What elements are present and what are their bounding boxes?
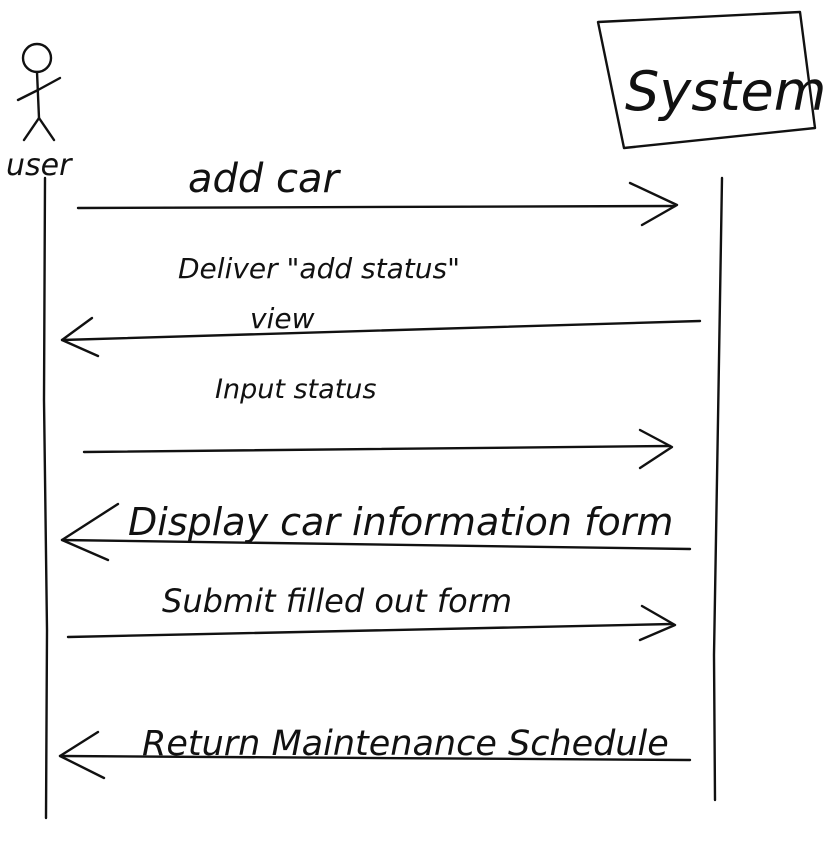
arrow-head-icon: [628, 181, 679, 227]
message-label-line2: view: [250, 302, 315, 335]
user-head: [21, 42, 53, 74]
message-arrow-line: [60, 538, 692, 551]
message-arrow-line: [76, 204, 677, 210]
arrow-head-icon: [638, 428, 674, 470]
arrow-head-icon: [638, 604, 677, 642]
message-deliver-add-status-view: Deliver "add status" view: [60, 252, 702, 358]
arrow-head-icon: [60, 316, 100, 358]
message-arrow-line: [58, 754, 692, 762]
arrow-head-icon: [58, 730, 106, 780]
message-input-status: Input status: [82, 374, 674, 470]
user-arms: [16, 76, 62, 102]
user-label: user: [6, 148, 73, 183]
message-return-maintenance-schedule: Return Maintenance Schedule: [58, 724, 692, 780]
message-display-car-information-form: Display car information form: [60, 500, 692, 562]
message-submit-filled-out-form: Submit filled out form: [66, 582, 677, 642]
message-arrow-line: [60, 319, 702, 342]
message-arrow-line: [66, 622, 674, 639]
message-label: add car: [188, 156, 342, 202]
user-lifeline: [42, 176, 49, 820]
system-label: System: [625, 60, 826, 123]
message-label: Deliver "add status": [178, 252, 460, 285]
message-label: Submit filled out form: [162, 582, 512, 620]
message-label: Input status: [215, 374, 376, 405]
message-add-car: add car: [76, 156, 679, 227]
message-label: Display car information form: [128, 500, 673, 544]
message-arrow-line: [82, 444, 672, 454]
system-actor: System: [596, 10, 826, 150]
user-actor: user: [6, 42, 73, 183]
system-box: [596, 10, 817, 150]
arrow-head-icon: [60, 502, 120, 562]
user-body: [35, 70, 41, 120]
system-lifeline: [712, 176, 724, 802]
user-legs: [22, 116, 56, 142]
